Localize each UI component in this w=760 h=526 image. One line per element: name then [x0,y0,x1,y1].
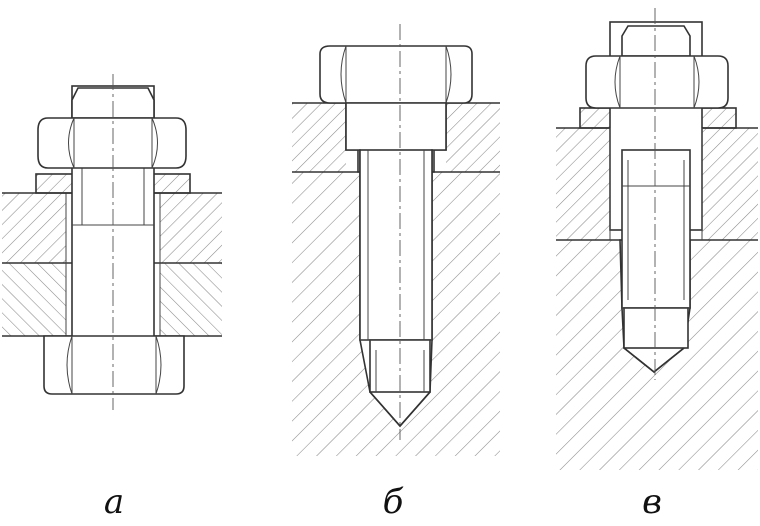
top-part-left [292,103,346,172]
upper-plate-left [2,193,66,263]
top-part-right [446,103,500,172]
panel-v-stud-joint [556,8,758,470]
lower-plate-left [2,263,66,336]
caption-b: б [382,482,404,522]
nut-v [585,55,729,109]
drill-point [369,391,431,428]
bolt-head [43,335,185,395]
top-part-right-v [702,128,758,240]
screw-head [319,45,473,104]
drill-point-v [623,347,685,374]
top-part-left-v [556,128,610,240]
upper-plate-right [160,193,222,263]
caption-v: в [642,482,662,522]
screw-shank [359,149,433,341]
caption-a: а [103,482,125,522]
panel-b-screw-joint [292,24,500,456]
stud-end [621,25,691,57]
lower-plate-right [160,263,222,336]
panel-a-bolt-joint [2,74,222,410]
upper-nut [37,117,187,169]
